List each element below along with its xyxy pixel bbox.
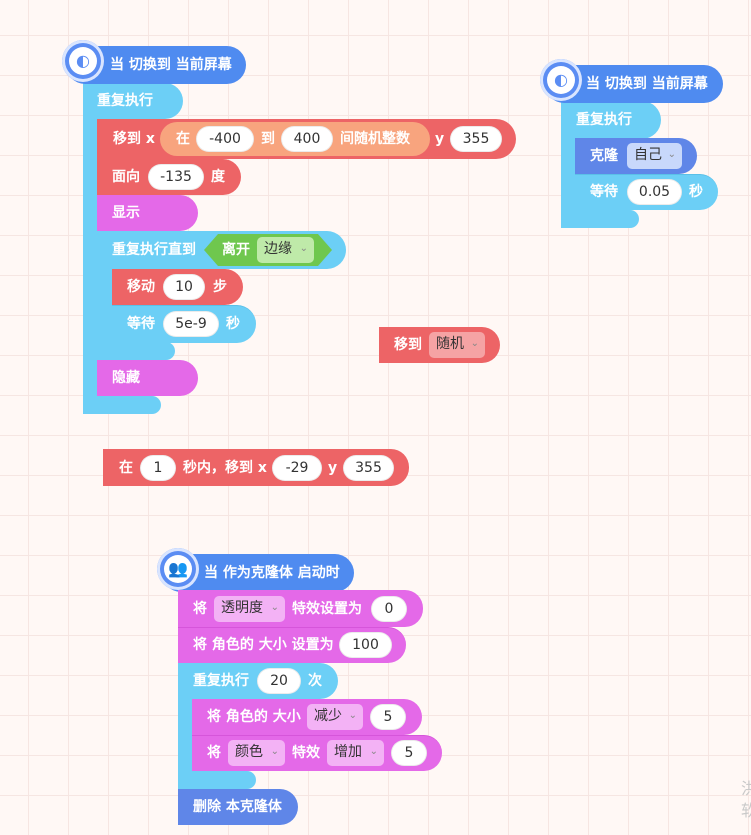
set-size-input[interactable]: 100 bbox=[339, 632, 392, 658]
change-effect-op-value: 增加 bbox=[334, 744, 362, 760]
goto-y-label: y bbox=[435, 131, 445, 147]
clone-label: 克隆 bbox=[590, 148, 618, 164]
glide-secs-input[interactable]: 1 bbox=[140, 455, 176, 481]
chevron-down-icon: ⌄ bbox=[470, 338, 479, 349]
repeat-forever-side bbox=[561, 135, 577, 215]
screen-switch-icon: ◐ bbox=[540, 59, 582, 101]
chevron-down-icon: ⌄ bbox=[348, 710, 357, 721]
show-label: 显示 bbox=[112, 205, 140, 221]
wait-unit: 秒 bbox=[226, 316, 240, 332]
wait-input[interactable]: 0.05 bbox=[627, 179, 682, 205]
change-effect-op-dropdown[interactable]: 增加 ⌄ bbox=[327, 740, 384, 766]
hide-label: 隐藏 bbox=[112, 370, 140, 386]
chevron-down-icon: ⌄ bbox=[270, 602, 279, 613]
change-effect-input[interactable]: 5 bbox=[391, 740, 427, 766]
random-to-label: 到 bbox=[261, 131, 275, 147]
set-size-label: 将 角色的 大小 设置为 bbox=[193, 637, 334, 653]
clone-target-dropdown[interactable]: 自己 ⌄ bbox=[627, 143, 682, 169]
chevron-down-icon: ⌄ bbox=[369, 746, 378, 757]
repeat-times-bottom bbox=[178, 771, 256, 789]
hide-block[interactable] bbox=[97, 360, 198, 396]
repeat-times-side bbox=[178, 695, 194, 775]
repeat-forever-side bbox=[83, 115, 99, 400]
random-to-input[interactable]: 400 bbox=[281, 126, 333, 152]
move-label: 移动 bbox=[127, 279, 155, 295]
repeat-times-label: 重复执行 bbox=[193, 673, 249, 689]
repeat-until-label: 重复执行直到 bbox=[112, 242, 196, 258]
direction-input[interactable]: -135 bbox=[148, 164, 204, 190]
screen-switch-icon: ◐ bbox=[62, 40, 104, 82]
repeat-times-unit: 次 bbox=[308, 673, 322, 689]
move-steps-input[interactable]: 10 bbox=[163, 274, 205, 300]
glide-mid-label: 秒内，移到 x bbox=[183, 460, 267, 476]
wait-unit: 秒 bbox=[689, 184, 703, 200]
clone-target-value: 自己 bbox=[634, 147, 662, 163]
repeat-forever-bottom bbox=[83, 396, 161, 414]
delete-clone-block[interactable] bbox=[178, 789, 298, 825]
change-size-op-dropdown[interactable]: 减少 ⌄ bbox=[307, 704, 363, 730]
change-effect-value: 颜色 bbox=[235, 744, 263, 760]
set-effect-label-2: 特效设置为 bbox=[292, 601, 362, 617]
random-in-label: 在 bbox=[176, 131, 190, 147]
direction-label: 面向 bbox=[112, 169, 140, 185]
goto-y-input[interactable]: 355 bbox=[450, 126, 502, 152]
change-effect-dropdown[interactable]: 颜色 ⌄ bbox=[228, 740, 285, 766]
change-effect-label-2: 特效 bbox=[292, 745, 320, 761]
direction-unit: 度 bbox=[211, 169, 225, 185]
repeat-until-side bbox=[97, 266, 113, 358]
set-effect-value-input[interactable]: 0 bbox=[371, 596, 407, 622]
clone-person-icon: 👥 bbox=[157, 548, 199, 590]
repeat-forever-label: 重复执行 bbox=[576, 112, 632, 128]
change-size-label: 将 角色的 大小 bbox=[207, 709, 301, 725]
repeat-forever-arm[interactable] bbox=[83, 83, 183, 119]
edge-dropdown[interactable]: 边缘 ⌄ bbox=[257, 237, 314, 263]
goto-target-dropdown[interactable]: 随机 ⌄ bbox=[429, 332, 485, 358]
glide-in-label: 在 bbox=[119, 460, 133, 476]
delete-clone-label: 删除 本克隆体 bbox=[193, 799, 282, 815]
change-size-op-value: 减少 bbox=[314, 708, 342, 724]
set-effect-label: 将 bbox=[193, 601, 207, 617]
touching-label: 离开 bbox=[222, 242, 250, 258]
glide-y-input[interactable]: 355 bbox=[343, 455, 394, 481]
change-size-input[interactable]: 5 bbox=[370, 704, 406, 730]
goto-random-label: 移到 bbox=[394, 337, 422, 353]
goto-target-value: 随机 bbox=[436, 336, 464, 352]
effect-value: 透明度 bbox=[221, 600, 263, 616]
random-from-input[interactable]: -400 bbox=[196, 126, 254, 152]
wait-label: 等待 bbox=[127, 316, 155, 332]
glide-x-input[interactable]: -29 bbox=[272, 455, 322, 481]
glide-y-label: y bbox=[328, 460, 338, 476]
hat-label: 当 切换到 当前屏幕 bbox=[110, 57, 232, 73]
hat-label: 当 作为克隆体 启动时 bbox=[204, 565, 340, 581]
chevron-down-icon: ⌄ bbox=[667, 149, 676, 160]
wait-input[interactable]: 5e-9 bbox=[163, 311, 219, 337]
repeat-forever-label: 重复执行 bbox=[97, 93, 153, 109]
goto-label: 移到 x bbox=[113, 131, 155, 147]
move-unit: 步 bbox=[213, 279, 227, 295]
show-block[interactable] bbox=[97, 195, 198, 231]
repeat-times-input[interactable]: 20 bbox=[257, 668, 301, 694]
hat-label: 当 切换到 当前屏幕 bbox=[586, 76, 708, 92]
repeat-forever-arm[interactable] bbox=[561, 101, 661, 139]
random-int-label: 间随机整数 bbox=[340, 131, 410, 147]
watermark: 洪 软 bbox=[741, 779, 751, 820]
effect-dropdown[interactable]: 透明度 ⌄ bbox=[214, 596, 285, 622]
chevron-down-icon: ⌄ bbox=[299, 243, 308, 254]
edge-dropdown-value: 边缘 bbox=[264, 241, 292, 257]
repeat-forever-bottom bbox=[561, 210, 639, 228]
change-effect-label: 将 bbox=[207, 745, 221, 761]
chevron-down-icon: ⌄ bbox=[270, 746, 279, 757]
wait-label: 等待 bbox=[590, 184, 618, 200]
repeat-until-bottom bbox=[97, 342, 175, 360]
